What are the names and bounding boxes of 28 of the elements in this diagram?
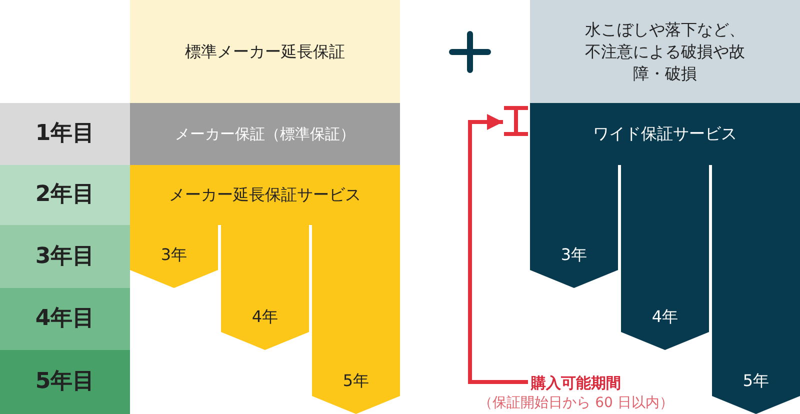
header-box [130, 0, 400, 103]
label-text: 4年 [252, 306, 278, 328]
arrow [468, 114, 528, 384]
label-text: ワイド保証サービス [593, 123, 737, 145]
year-label [0, 165, 130, 225]
label-text: 5年 [742, 370, 770, 392]
label-text: 標準メーカー延長保証 [185, 40, 345, 62]
warranty-bar [130, 103, 400, 165]
note-text: （保証開始日から 60 日以内） [478, 394, 674, 412]
label-text: 3年 [560, 244, 588, 266]
warranty-band [530, 103, 800, 165]
year-text: 5年目 [35, 371, 95, 393]
year-text: 1年目 [35, 123, 95, 145]
label-text: メーカー延長保証サービス [169, 184, 361, 206]
label-text: 4年 [652, 306, 678, 328]
year-text: 3年目 [35, 246, 95, 268]
year-label [0, 350, 130, 414]
year-label [0, 225, 130, 288]
label-text: 3年 [160, 244, 188, 266]
label-text: メーカー保証（標準保証） [175, 124, 355, 145]
year-label [0, 103, 130, 165]
label-text: 水こぼしや落下など、不注意による破損や故障・破損 [584, 18, 746, 84]
note-heading: 購入可能期間 [531, 372, 621, 392]
year-text: 4年目 [35, 308, 95, 330]
year-label [0, 288, 130, 350]
header-box [530, 0, 800, 103]
year-text: 2年目 [35, 184, 95, 206]
label-text: 5年 [342, 370, 370, 392]
